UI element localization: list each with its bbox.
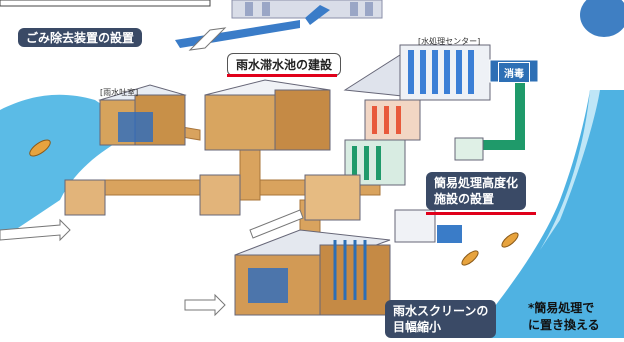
river-right-shade <box>520 90 600 280</box>
footnote-line1: *簡易処理で <box>528 301 595 315</box>
top-left-frame <box>0 0 211 7</box>
label-debris-removal: ごみ除去装置の設置 <box>18 28 143 47</box>
flow-arrow-2 <box>0 218 71 242</box>
outlet-structure <box>394 209 436 243</box>
flow-arrow-1 <box>188 27 227 51</box>
label-advanced-facility: 簡易処理高度化 施設の設置 <box>426 172 527 210</box>
footnote: *簡易処理で に置き換える <box>528 300 600 334</box>
label-screen-line1: 雨水スクリーンの <box>393 304 489 318</box>
mascot <box>580 0 624 37</box>
sparkle-icon: ✱ <box>570 75 583 94</box>
label-screen-line2: 目幅縮小 <box>393 320 442 334</box>
label-pump-station: [雨水吐室] <box>100 88 139 97</box>
label-rainwater-tank: 雨水滞水池の建設 <box>227 53 342 76</box>
fish-icon <box>29 139 519 266</box>
underline-advanced-facility <box>426 212 536 215</box>
footnote-line2: に置き換える <box>528 318 600 332</box>
building-top <box>231 0 383 19</box>
underline-rainwater-tank <box>227 74 337 77</box>
label-disinfection: 消毒 <box>498 62 530 83</box>
pump-chamber <box>98 84 187 146</box>
blue-pipe-top <box>175 20 300 48</box>
junction-box-1 <box>64 179 106 216</box>
junction-box-2 <box>199 174 241 216</box>
treatment-tanks <box>304 44 492 221</box>
label-advanced-facility-line2: 施設の設置 <box>434 192 495 206</box>
label-screen-reduction: 雨水スクリーンの 目幅縮小 <box>385 300 497 338</box>
rainwater-tank <box>204 79 331 151</box>
label-advanced-facility-line1: 簡易処理高度化 <box>434 176 519 190</box>
label-treatment-center: [水処理センター] <box>418 37 481 46</box>
screen-structure <box>234 229 391 316</box>
flow-arrow-3 <box>184 293 226 317</box>
river-right <box>470 90 624 338</box>
flow-arrow-4 <box>249 209 304 239</box>
